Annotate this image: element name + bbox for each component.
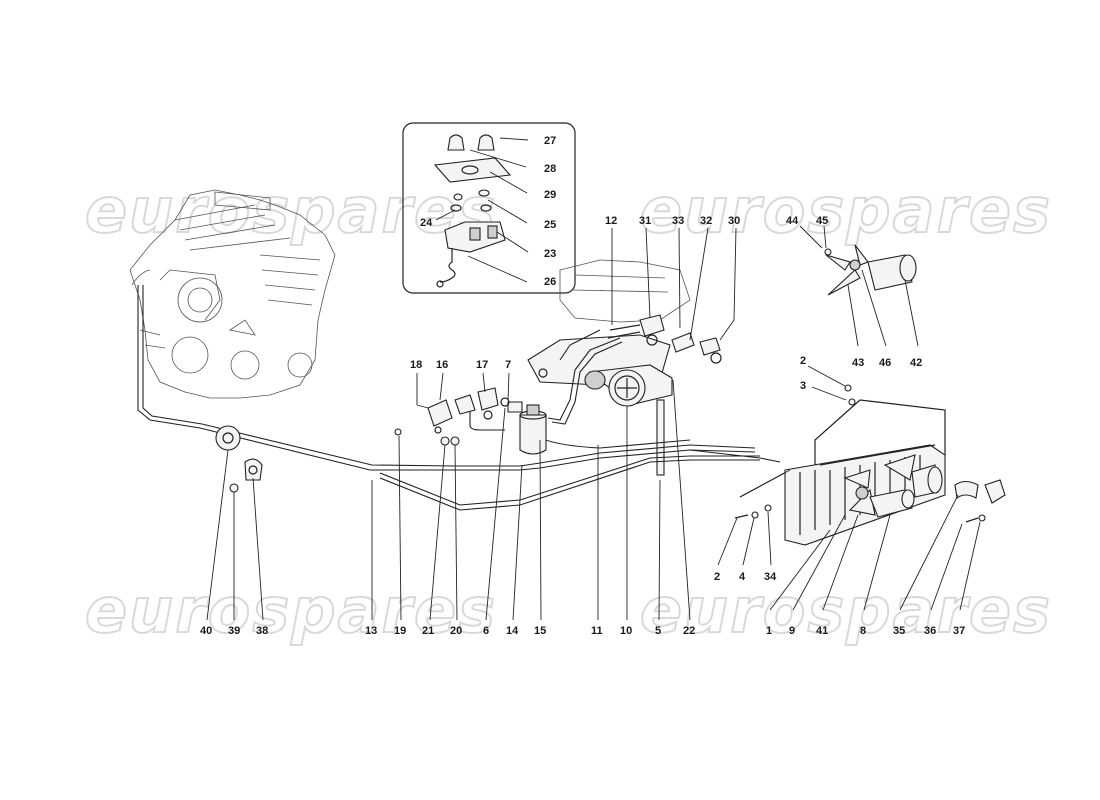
callout-30: 30 — [728, 215, 740, 227]
compressor-10 — [584, 364, 673, 407]
callout-6: 6 — [483, 625, 489, 637]
callout-19: 19 — [394, 625, 406, 637]
grommets — [215, 425, 263, 493]
callout-12: 12 — [605, 215, 617, 227]
watermark-bottom-right: eurospares — [640, 574, 1052, 647]
callout-32: 32 — [700, 215, 712, 227]
callout-31: 31 — [639, 215, 651, 227]
callout-46: 46 — [879, 357, 891, 369]
engine-block-drawing — [129, 189, 336, 399]
rod-5 — [656, 399, 665, 476]
callout-15: 15 — [534, 625, 546, 637]
callout-3: 3 — [800, 380, 806, 392]
callout-9: 9 — [789, 625, 795, 637]
callout-28: 28 — [544, 163, 556, 175]
callout-40: 40 — [200, 625, 212, 637]
callout-22: 22 — [683, 625, 695, 637]
callout-27: 27 — [544, 135, 556, 147]
callout-35: 35 — [893, 625, 905, 637]
callout-24: 24 — [420, 217, 433, 229]
watermarks: eurospares eurospares eurospares eurospa… — [84, 173, 1052, 648]
callout-42: 42 — [910, 357, 922, 369]
callout-2-lower: 2 — [714, 571, 720, 583]
callout-16: 16 — [436, 359, 448, 371]
callout-5: 5 — [655, 625, 661, 637]
callout-33: 33 — [672, 215, 684, 227]
callout-14: 14 — [506, 625, 519, 637]
callout-4: 4 — [739, 571, 746, 583]
callout-41: 41 — [816, 625, 828, 637]
callout-11: 11 — [591, 625, 603, 637]
callout-45: 45 — [816, 215, 828, 227]
callout-29: 29 — [544, 189, 556, 201]
condenser-assembly — [734, 399, 1006, 546]
callout-36: 36 — [924, 625, 936, 637]
hose-fittings — [607, 314, 722, 364]
callout-7: 7 — [505, 359, 511, 371]
callout-2-upper: 2 — [800, 355, 806, 367]
callout-39: 39 — [228, 625, 240, 637]
callout-25: 25 — [544, 219, 556, 231]
watermark-top-right: eurospares — [640, 174, 1052, 247]
receiver-drier-14 — [507, 401, 547, 455]
callout-13: 13 — [365, 625, 377, 637]
callout-44: 44 — [786, 215, 799, 227]
callout-8: 8 — [860, 625, 866, 637]
callout-21: 21 — [422, 625, 434, 637]
callout-labels: 27 28 29 24 25 23 26 12 31 33 32 30 44 4… — [200, 135, 965, 637]
callout-26: 26 — [544, 276, 556, 288]
callout-10: 10 — [620, 625, 632, 637]
watermark-bottom-left: eurospares — [85, 574, 497, 647]
callout-23: 23 — [544, 248, 556, 260]
auxiliary-fan — [824, 244, 917, 406]
callout-18: 18 — [410, 359, 422, 371]
small-fittings — [394, 387, 510, 446]
callout-37: 37 — [953, 625, 965, 637]
callout-34: 34 — [764, 571, 777, 583]
callout-1: 1 — [766, 625, 772, 637]
watermark-top-left: eurospares — [85, 174, 497, 247]
callout-20: 20 — [450, 625, 462, 637]
callout-17: 17 — [476, 359, 488, 371]
leader-lines — [206, 137, 981, 621]
callout-38: 38 — [256, 625, 268, 637]
callout-43: 43 — [852, 357, 864, 369]
inset-detail-box — [402, 122, 576, 294]
